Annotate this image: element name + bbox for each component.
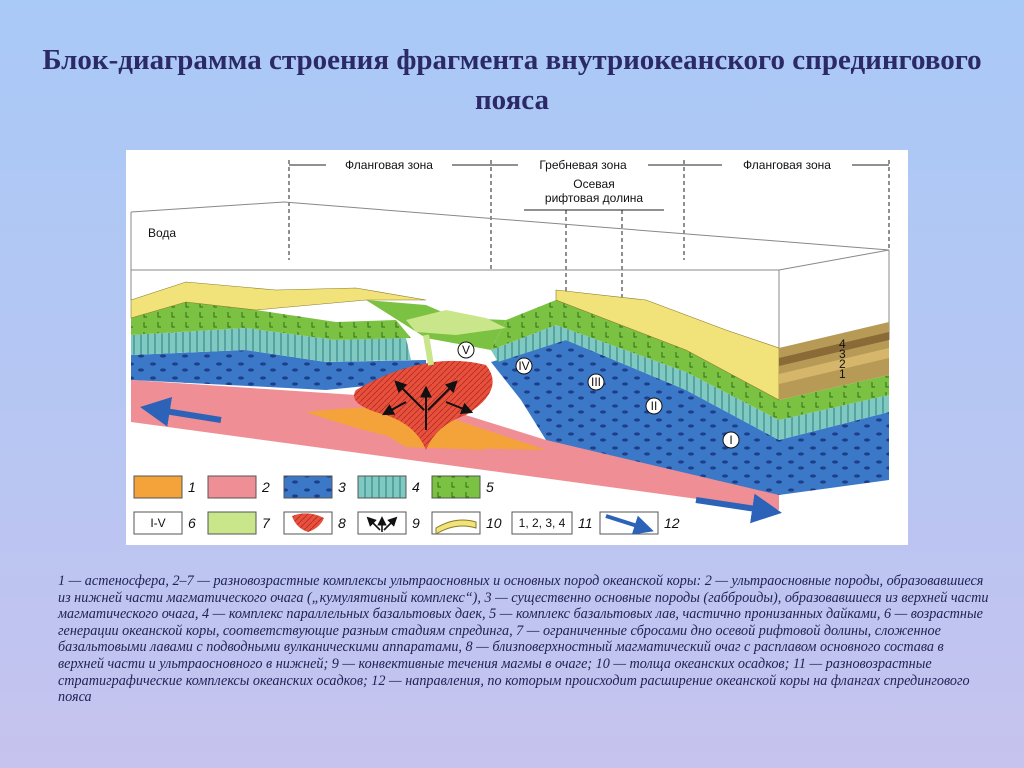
svg-text:4: 4	[839, 337, 846, 351]
legend-num-2: 2	[261, 479, 270, 495]
legend-num-1: 1	[188, 479, 196, 495]
zone-label-left-flank: Фланговая зона	[345, 158, 433, 172]
svg-text:3: 3	[839, 347, 846, 361]
age-marker-i: I	[729, 433, 732, 447]
block-diagram: Фланговая зона Гребневая зона Фланговая …	[126, 150, 908, 545]
legend-num-8: 8	[338, 515, 346, 531]
age-marker-iv: IV	[518, 359, 529, 373]
spreading-arrow-right	[695, 493, 782, 524]
legend-num-11: 11	[578, 515, 593, 531]
gabbro-right	[491, 340, 779, 495]
legend-num-3: 3	[338, 479, 346, 495]
axial-rift-label-2: рифтовая долина	[545, 191, 644, 205]
gabbro-left	[131, 350, 426, 390]
age-marker-iii: III	[591, 375, 601, 389]
caption: 1 — астеносфера, 2–7 — разновозрастные к…	[58, 573, 990, 706]
age-marker-ii: II	[651, 399, 658, 413]
dike-complex-left	[131, 328, 411, 362]
zone-label-right-flank: Фланговая зона	[743, 158, 831, 172]
legend-sample-11: 1, 2, 3, 4	[519, 516, 566, 530]
legend-sample-6: I-V	[150, 516, 165, 530]
lava-complex-left	[131, 302, 411, 340]
age-markers: V IV III II I	[457, 341, 740, 449]
rift-floor	[406, 310, 506, 335]
caption-text: 1 — астеносфера, 2–7 — разновозрастные к…	[58, 573, 989, 706]
water-label: Вода	[148, 226, 176, 240]
legend-num-4: 4	[412, 479, 420, 495]
magma-chamber	[354, 360, 493, 450]
convection-arrows	[381, 380, 474, 430]
sediment-left	[130, 281, 427, 319]
zone-header: Фланговая зона Гребневая зона Фланговая …	[288, 157, 890, 310]
age-marker-v: V	[462, 343, 470, 357]
legend-num-7: 7	[262, 515, 271, 531]
legend-num-6: 6	[188, 515, 196, 531]
svg-text:1: 1	[839, 367, 846, 381]
legend-num-9: 9	[412, 515, 420, 531]
legend-num-5: 5	[486, 479, 494, 495]
zone-label-crest: Гребневая зона	[539, 158, 627, 172]
legend-num-10: 10	[486, 515, 502, 531]
spreading-arrow-left	[140, 396, 222, 427]
legend-num-12: 12	[664, 515, 680, 531]
sediment-layer-numbers: 4 3 2 1	[839, 337, 846, 381]
slide-title: Блок-диаграмма строения фрагмента внутри…	[42, 44, 982, 116]
svg-text:2: 2	[839, 357, 846, 371]
legend: 1 2 3 4 5 I-V 6 7 8 9 10 1, 2, 3, 4 11 1…	[133, 475, 680, 535]
axial-rift-label-1: Осевая	[573, 177, 614, 191]
